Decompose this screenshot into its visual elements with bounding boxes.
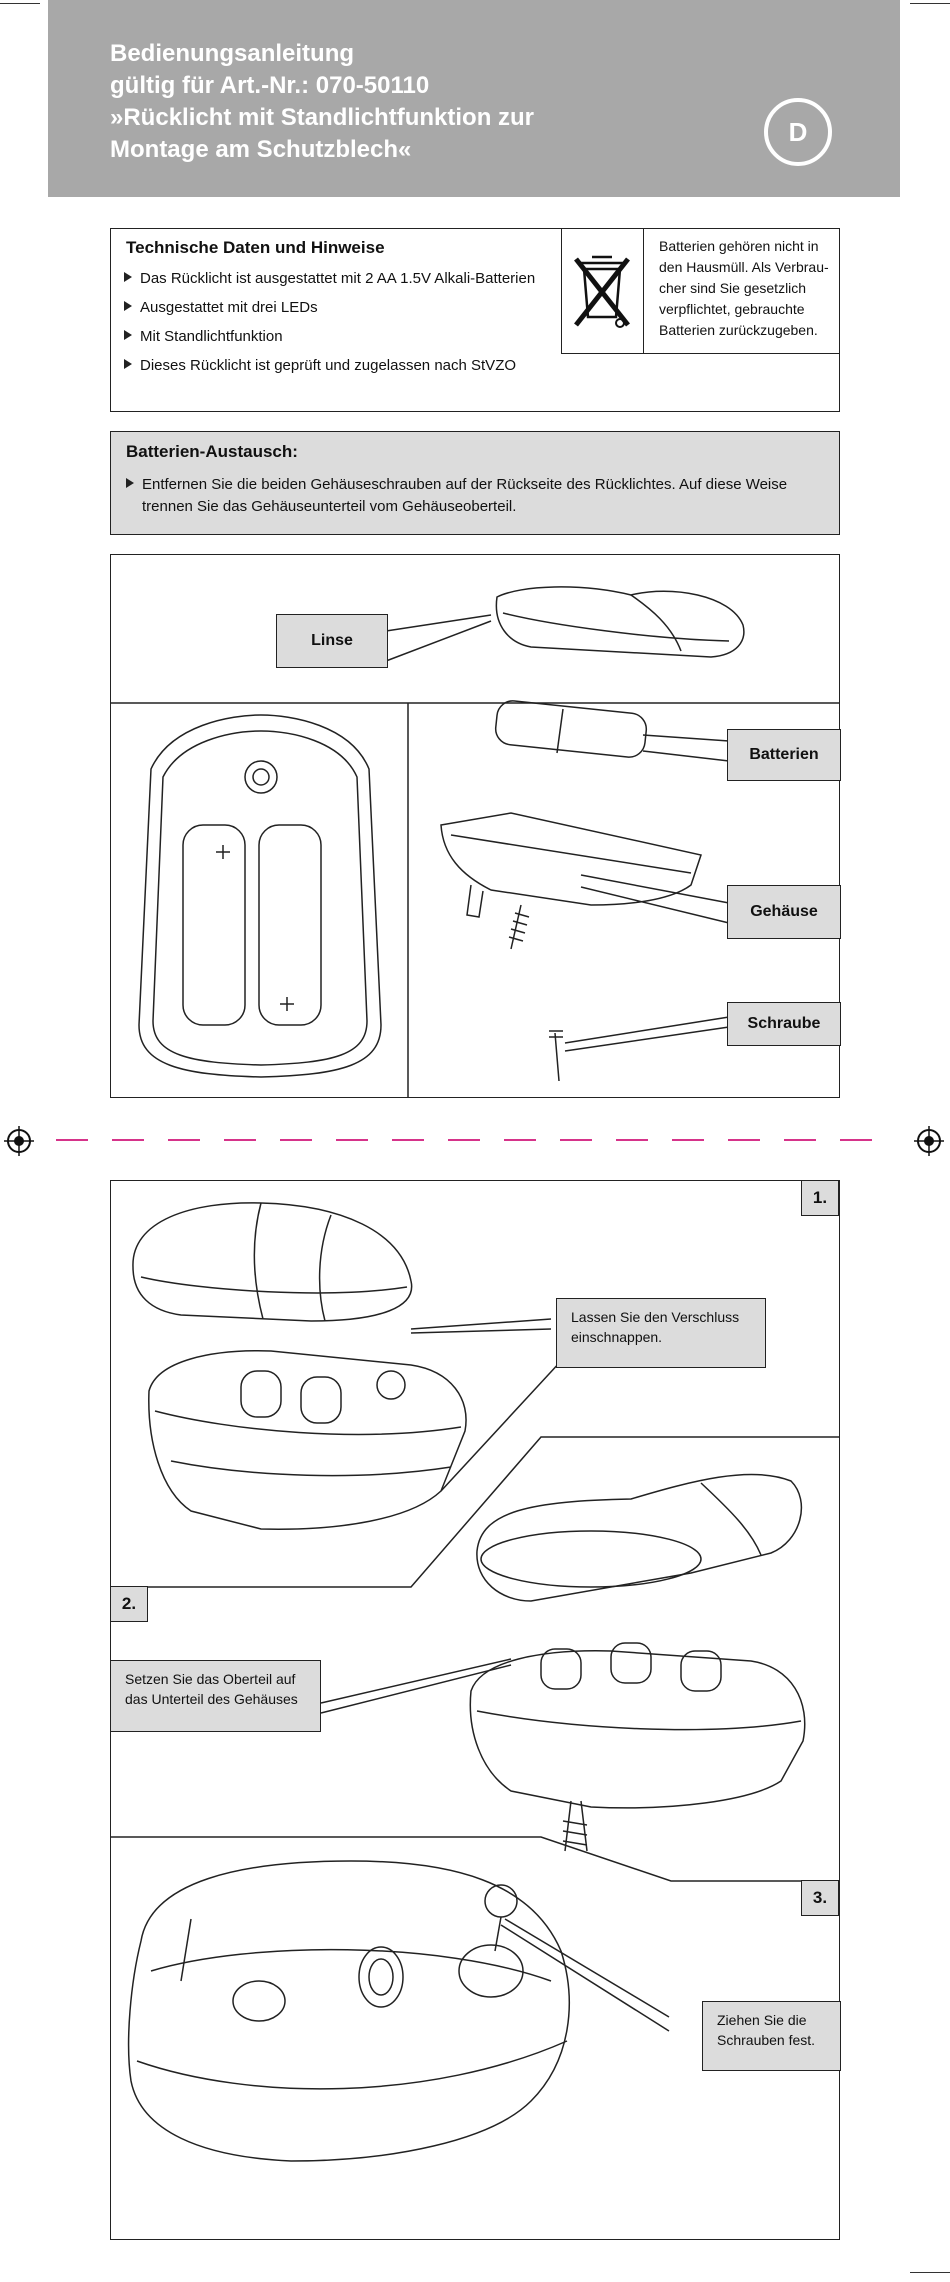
notice-line: den Hausmüll. Als Verbrau- [659,259,829,275]
notice-line: Batterien zurückzugeben. [659,322,818,338]
battery-swap-title: Batterien-Austausch: [126,442,298,461]
step-2-instruction: Setzen Sie das Oberteil auf das Untertei… [110,1660,321,1732]
battery-notice-box [643,228,840,354]
instruction-line: Lassen Sie den Verschluss [571,1309,740,1325]
title-line: »Rücklicht mit Standlichtfunktion zur [110,104,535,131]
list-item: Das Rücklicht ist ausgestattet mit 2 AA … [124,270,535,299]
tech-list: Das Rücklicht ist ausgestattet mit 2 AA … [124,270,535,386]
part-label-housing: Gehäuse [727,885,841,939]
part-label-screw: Schraube [727,1002,841,1046]
step-number-2: 2. [110,1586,148,1622]
list-item-text: Das Rücklicht ist ausgestattet mit 2 AA … [140,270,536,287]
swap-line: trennen Sie das Gehäuseunterteil vom Geh… [142,498,517,515]
step-1-instruction: Lassen Sie den Verschluss einschnappen. [556,1298,766,1368]
list-item-text: Mit Standlichtfunktion [140,328,283,345]
notice-line: Batterien gehören nicht in [659,238,819,254]
title-line: gültig für Art.-Nr.: 070-50110 [110,72,430,99]
crop-mark [910,3,950,4]
instruction-line: das Unterteil des Gehäuses [125,1691,298,1707]
bullet-arrow-icon [124,272,132,282]
registration-mark-icon [914,1126,944,1156]
list-item: Ausgestattet mit drei LEDs [124,299,535,328]
list-item-text: Ausgestattet mit drei LEDs [140,299,318,316]
bullet-arrow-icon [126,478,134,488]
list-item: Mit Standlichtfunktion [124,328,535,357]
exploded-view-diagram: Linse Batterien Gehäuse Schraube [110,554,841,1098]
battery-swap-box [110,431,840,535]
exploded-view-drawing [111,586,839,1097]
header-banner [48,0,900,197]
instruction-line: Setzen Sie das Oberteil auf [125,1671,296,1687]
part-label-batteries: Batterien [727,729,841,781]
list-item: Dieses Rücklicht ist geprüft und zugelas… [124,357,535,386]
bin-icon-box [561,228,644,354]
step-number-3: 3. [801,1880,839,1916]
crop-mark [0,3,40,4]
cut-line [56,1139,894,1141]
instruction-line: einschnappen. [571,1329,663,1345]
notice-line: cher sind Sie gesetzlich [659,280,807,296]
list-item-text: Dieses Rücklicht ist geprüft und zugelas… [140,357,517,374]
step-number-1: 1. [801,1180,839,1216]
title-line: Montage am Schutzblech« [110,136,412,163]
crossed-out-wheelie-bin-icon [574,255,630,328]
assembly-steps-diagram: 1. Lassen Sie den Verschluss einschnappe… [110,1180,841,2240]
title-line: Bedienungsanleitung [110,40,355,67]
registration-mark-icon [4,1126,34,1156]
tech-title: Technische Daten und Hinweise [126,238,385,257]
bullet-arrow-icon [124,330,132,340]
bullet-arrow-icon [124,301,132,311]
notice-line: verpflichtet, gebrauchte [659,301,805,317]
bullet-arrow-icon [124,359,132,369]
battery-notice: Batterien gehören nicht in den Hausmüll.… [659,236,834,341]
swap-line: Entfernen Sie die beiden Gehäuseschraube… [126,474,826,496]
language-badge: D [764,98,832,166]
battery-swap-text: Entfernen Sie die beiden Gehäuseschraube… [126,474,826,518]
part-label-lens: Linse [276,614,388,668]
instruction-line: Ziehen Sie die [717,2012,807,2028]
page-title: Bedienungsanleitung gültig für Art.-Nr.:… [110,38,670,166]
crop-mark [910,2272,950,2273]
step-3-instruction: Ziehen Sie die Schrauben fest. [702,2001,841,2071]
instruction-line: Schrauben fest. [717,2032,816,2048]
assembly-drawing [111,1202,839,2162]
swap-line-text: Entfernen Sie die beiden Gehäuseschraube… [142,476,788,493]
